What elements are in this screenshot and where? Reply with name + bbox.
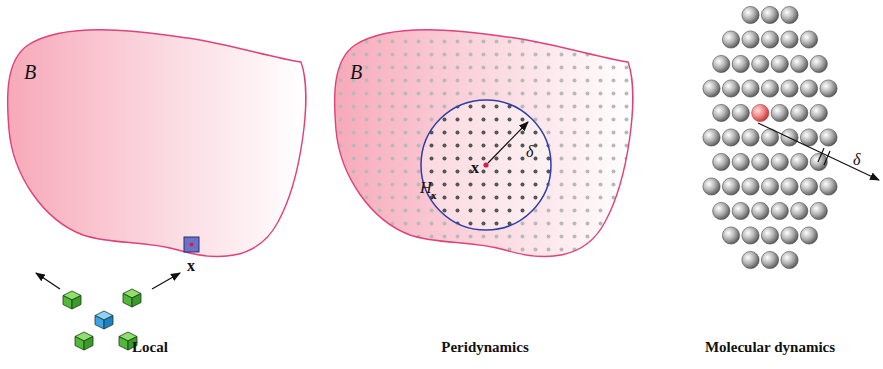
cube-face (63, 296, 72, 310)
horizon-points (421, 100, 551, 230)
atom (722, 227, 739, 244)
atom (732, 202, 749, 219)
cube-face (84, 337, 93, 351)
atom (781, 31, 798, 48)
cube-face (72, 296, 81, 310)
atom (742, 6, 759, 23)
atom (800, 227, 817, 244)
atom (761, 178, 778, 195)
atom (761, 251, 778, 268)
atom (820, 178, 837, 195)
cube-face (104, 316, 113, 330)
cube-face (123, 294, 132, 308)
atom (742, 227, 759, 244)
body-label: B (350, 62, 362, 82)
arrow (152, 273, 180, 289)
cutoff-arrow (758, 123, 879, 180)
atom (742, 80, 759, 97)
atom (722, 178, 739, 195)
point-label: x (431, 190, 437, 201)
point-dot (190, 243, 194, 247)
body-outline (335, 30, 633, 257)
cube-face (75, 337, 84, 351)
atom (800, 178, 817, 195)
atom (810, 104, 827, 121)
cubes (63, 289, 141, 350)
symbol-label: δ (853, 152, 860, 168)
point-grid (330, 25, 635, 270)
atom (742, 178, 759, 195)
atom (781, 6, 798, 23)
atom (791, 153, 808, 170)
horizon-circle (421, 100, 551, 230)
atom (742, 251, 759, 268)
body-label: B (24, 62, 36, 82)
arrow (36, 273, 60, 289)
atom (703, 129, 720, 146)
atom (810, 55, 827, 72)
atom (791, 55, 808, 72)
center-point (483, 162, 488, 167)
atom (713, 202, 730, 219)
atom (781, 178, 798, 195)
atom (742, 129, 759, 146)
atom (722, 80, 739, 97)
atom (810, 202, 827, 219)
atom (781, 80, 798, 97)
atom (800, 129, 817, 146)
cube-face (119, 337, 128, 351)
point-label: x (187, 258, 195, 274)
atom (713, 153, 730, 170)
focus-atom (752, 104, 769, 121)
atom (781, 251, 798, 268)
cube-face (132, 294, 141, 308)
atom (722, 31, 739, 48)
break-mark (818, 148, 824, 162)
atom (722, 129, 739, 146)
atom (752, 55, 769, 72)
atom (791, 202, 808, 219)
point-label: x (471, 160, 479, 176)
atom (800, 31, 817, 48)
atom (820, 129, 837, 146)
atom (771, 55, 788, 72)
atom (800, 80, 817, 97)
atom (752, 202, 769, 219)
atom (761, 80, 778, 97)
atom (713, 104, 730, 121)
atom (820, 80, 837, 97)
body-outline (8, 30, 306, 257)
atom (732, 104, 749, 121)
cube-face (95, 316, 104, 330)
atoms (703, 6, 837, 268)
atom (761, 227, 778, 244)
atom (781, 227, 798, 244)
atom (761, 6, 778, 23)
panel-caption: Molecular dynamics (705, 340, 835, 355)
symbol-label: H (420, 180, 432, 196)
atom (742, 31, 759, 48)
atom (732, 153, 749, 170)
atom (703, 80, 720, 97)
atom (791, 104, 808, 121)
atom (703, 178, 720, 195)
atom (752, 153, 769, 170)
break-mark (824, 151, 830, 165)
radius-arrow (488, 122, 528, 163)
horizon-fill (421, 100, 551, 230)
atom (771, 202, 788, 219)
atom (761, 31, 778, 48)
symbol-label: δ (526, 144, 533, 160)
atom (732, 55, 749, 72)
atom (771, 104, 788, 121)
atom (771, 153, 788, 170)
panel-caption: Peridynamics (441, 340, 529, 355)
material-point (184, 237, 199, 252)
panel-caption: Local (132, 340, 168, 355)
atom (713, 55, 730, 72)
